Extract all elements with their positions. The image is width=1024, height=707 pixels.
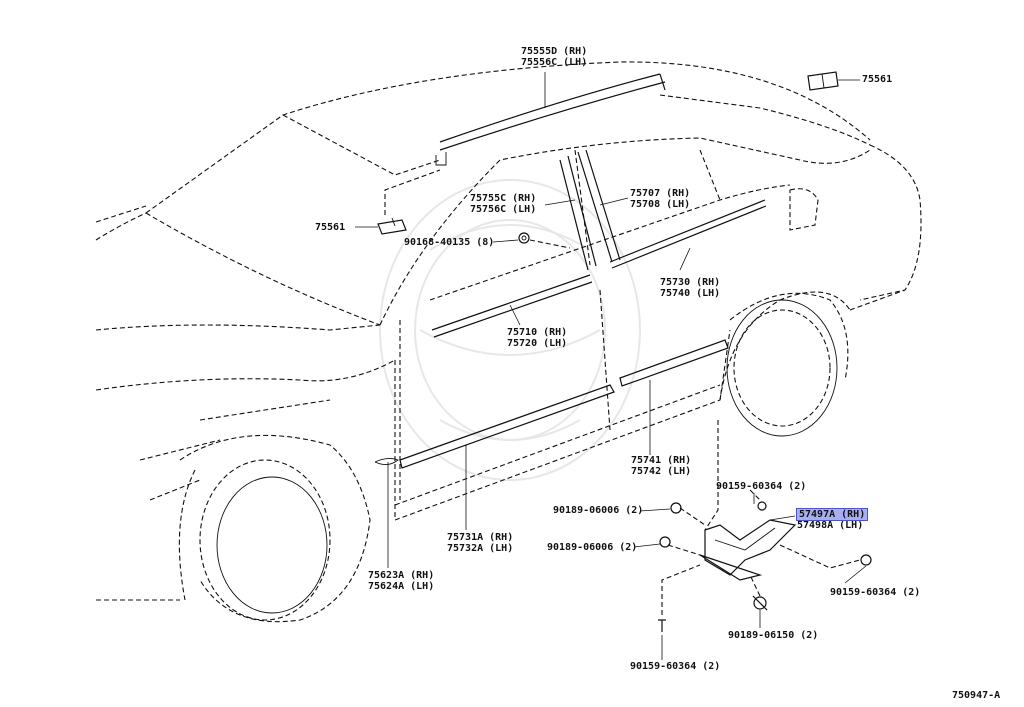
callout-line: 75555D (RH) — [521, 46, 588, 57]
callout-line: 75755C (RH) — [470, 193, 537, 204]
callout-75561-left: 75561 — [315, 222, 345, 233]
callout-75623: 75623A (RH)75624A (LH) — [368, 570, 434, 592]
callout-line: 75708 (LH) — [630, 199, 691, 210]
nut-90168 — [518, 232, 530, 244]
callout-line: 75731A (RH) — [447, 532, 514, 543]
callout-line: 75740 (LH) — [660, 288, 721, 299]
callout-line: 90159-60364 (2) — [630, 661, 721, 672]
callout-75707: 75707 (RH)75708 (LH) — [630, 188, 690, 210]
callout-line: 90189-06006 (2) — [553, 505, 644, 516]
door-mouldings — [374, 339, 729, 469]
callout-90159-right: 90159-60364 (2) — [830, 587, 920, 598]
rear-wheel — [726, 292, 849, 437]
callout-75755: 75755C (RH)75756C (LH) — [470, 193, 536, 215]
callout-90159-bottom: 90159-60364 (2) — [630, 661, 720, 672]
clip-right — [807, 71, 839, 91]
callout-line: 75741 (RH) — [631, 455, 692, 466]
callout-75555: 75555D (RH)75556C (LH) — [521, 46, 587, 68]
callout-line: 75710 (RH) — [507, 327, 568, 338]
callout-line: 75707 (RH) — [630, 188, 691, 199]
callout-line: 90189-06006 (2) — [547, 542, 638, 553]
callout-line: 90168-40135 (8) — [404, 237, 495, 248]
callout-57497[interactable]: 57497A (RH)57498A (LH) — [795, 508, 869, 531]
callout-line: 75556C (LH) — [521, 57, 588, 68]
callout-line: 75742 (LH) — [631, 466, 692, 477]
callout-line: 90159-60364 (2) — [716, 481, 807, 492]
callout-line: 57498A (LH) — [797, 520, 864, 531]
fasteners — [658, 501, 872, 632]
car-body-outline — [95, 61, 922, 601]
callout-90168: 90168-40135 (8) — [404, 237, 494, 248]
callout-90189-a: 90189-06006 (2) — [553, 505, 643, 516]
callout-line: 90189-06150 (2) — [728, 630, 819, 641]
callout-line: 75720 (LH) — [507, 338, 568, 349]
callout-90159-top: 90159-60364 (2) — [716, 481, 806, 492]
callout-90189-c: 90189-06150 (2) — [728, 630, 818, 641]
installation-guides — [384, 169, 861, 615]
front-wheel — [178, 434, 371, 623]
callout-75710: 75710 (RH)75720 (LH) — [507, 327, 567, 349]
callout-75561-right: 75561 — [862, 74, 892, 85]
diagram-code: 750947-A — [952, 690, 1001, 701]
clip-left — [377, 217, 407, 235]
mudguard-bracket — [699, 519, 797, 581]
window-mouldings — [431, 149, 767, 338]
roof-moulding — [435, 73, 666, 166]
callout-line: 75730 (RH) — [660, 277, 721, 288]
callout-75741: 75741 (RH)75742 (LH) — [631, 455, 691, 477]
leader-lines — [355, 72, 867, 660]
callout-line-highlighted[interactable]: 57497A (RH) — [795, 508, 869, 521]
callout-line: 75561 — [862, 74, 893, 85]
callout-line: 75624A (LH) — [368, 581, 435, 592]
callout-line: 75732A (LH) — [447, 543, 514, 554]
callout-75730: 75730 (RH)75740 (LH) — [660, 277, 720, 299]
callout-75731: 75731A (RH)75732A (LH) — [447, 532, 513, 554]
callout-line: 75623A (RH) — [368, 570, 435, 581]
callout-90189-b: 90189-06006 (2) — [547, 542, 637, 553]
watermark-logo — [379, 179, 641, 481]
callout-line: 75561 — [315, 222, 346, 233]
callout-line: 90159-60364 (2) — [830, 587, 921, 598]
callout-line: 75756C (LH) — [470, 204, 537, 215]
